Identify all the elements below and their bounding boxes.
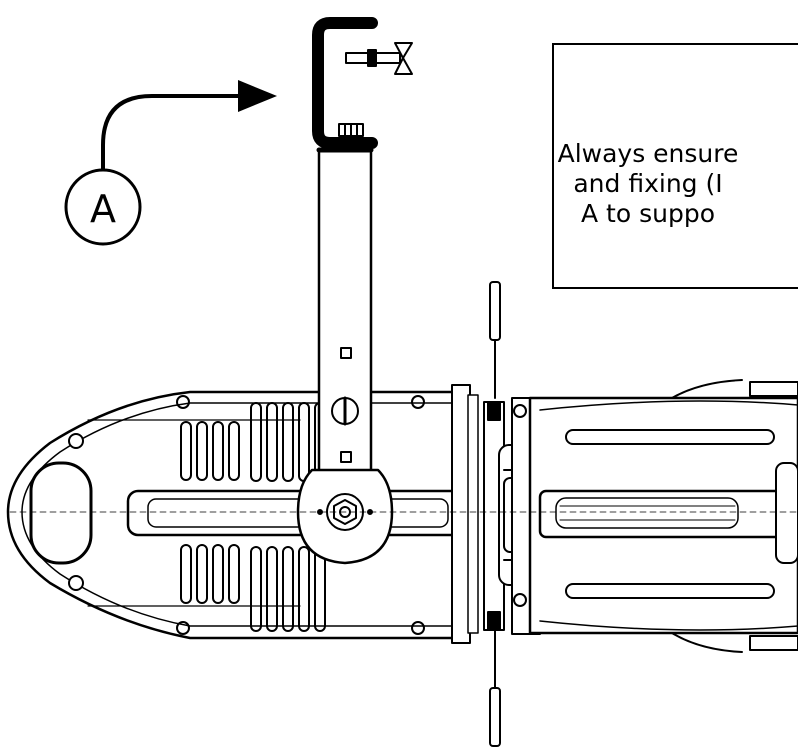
callout-letter: A — [90, 187, 116, 231]
callout-circle — [64, 168, 142, 246]
notice-line-3: A to suppo — [581, 199, 715, 228]
safety-notice-text: Always ensure and fixing (I A to suppo — [488, 139, 798, 229]
yoke-pivot — [296, 468, 394, 565]
wing-bolt — [345, 42, 413, 75]
c-clamp — [312, 17, 378, 149]
notice-line-1: Always ensure — [557, 139, 739, 168]
safety-cable-top — [489, 281, 501, 399]
safety-notice-box: Always ensure and fixing (I A to suppo — [552, 43, 798, 289]
callout-arrow — [101, 80, 277, 174]
notice-line-2: and fixing (I — [573, 169, 723, 198]
lens-tube — [511, 379, 798, 653]
cooling-fins-bottom — [180, 544, 326, 632]
safety-cable-bottom — [489, 629, 501, 747]
